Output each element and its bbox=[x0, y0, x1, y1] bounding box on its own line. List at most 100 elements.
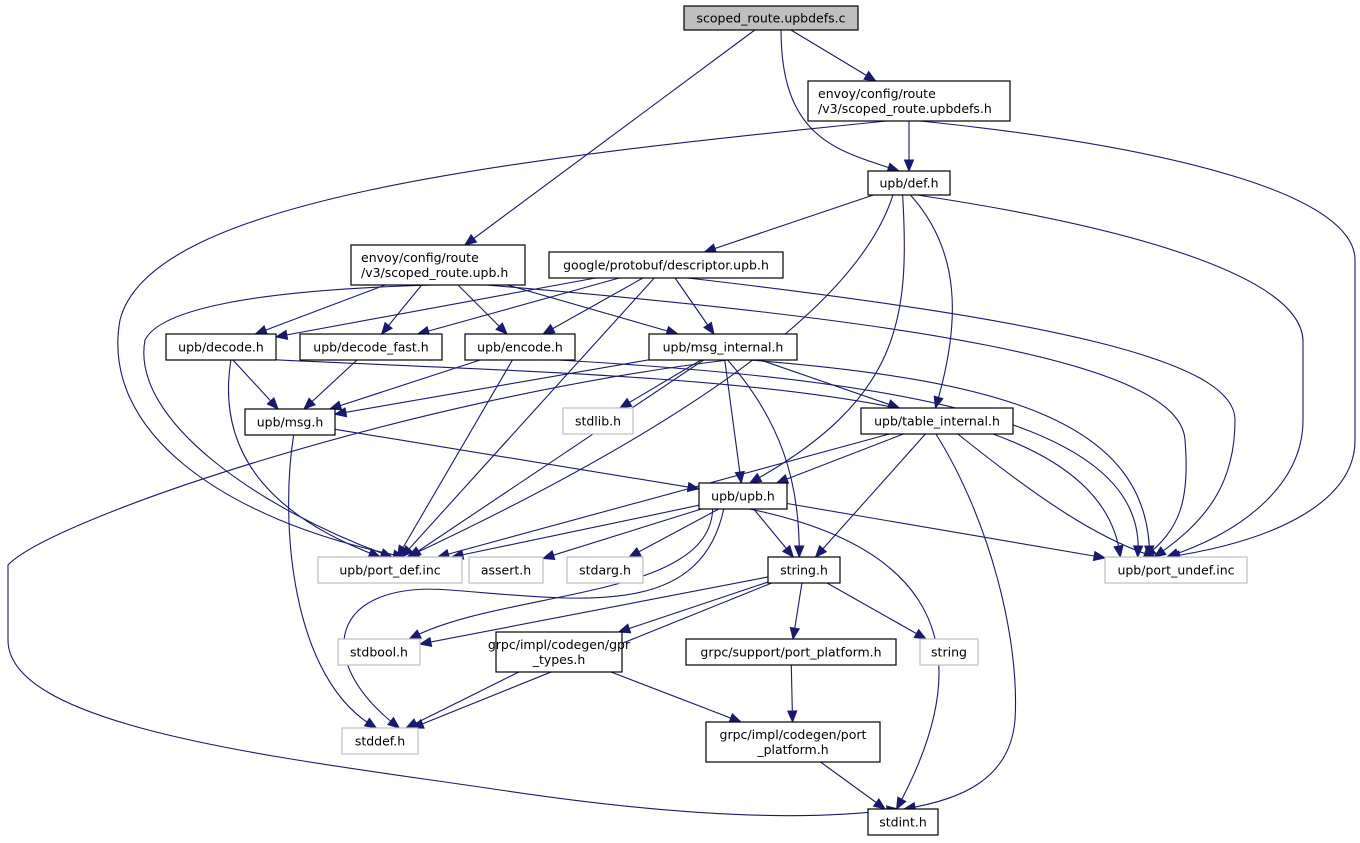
node-box bbox=[860, 407, 1014, 435]
node-label: string bbox=[931, 645, 967, 660]
node-box bbox=[698, 482, 788, 510]
node-label: upb/upb.h bbox=[711, 489, 775, 504]
node-upb[interactable]: upb/upb.h bbox=[698, 482, 788, 510]
edge-root-to-upbdefs_h bbox=[790, 29, 877, 82]
arrowhead-icon bbox=[863, 70, 877, 82]
arrowhead-icon bbox=[303, 397, 317, 410]
edge-def_h-to-port_undef bbox=[917, 194, 1304, 558]
edge-def_h-to-descriptor bbox=[704, 194, 874, 253]
edge-def_h-to-upb bbox=[749, 194, 905, 484]
node-box bbox=[867, 170, 951, 196]
arrowhead-icon bbox=[1153, 546, 1167, 558]
edge-descriptor-to-port_def bbox=[401, 277, 655, 558]
arrowhead-icon bbox=[387, 716, 401, 729]
edge-msg_internal-to-stdlib bbox=[619, 359, 702, 409]
node-label: upb/port_undef.inc bbox=[1117, 563, 1234, 578]
arrowhead-icon bbox=[463, 233, 478, 246]
edge-upb_h_route-to-decode bbox=[255, 284, 386, 335]
node-support-port[interactable]: grpc/support/port_platform.h bbox=[685, 638, 897, 666]
node-label: upb/encode.h bbox=[477, 340, 563, 355]
node-box bbox=[685, 638, 897, 666]
edge-upb-to-stddef bbox=[343, 508, 725, 729]
node-def-h[interactable]: upb/def.h bbox=[867, 170, 951, 196]
arrowhead-icon bbox=[495, 322, 508, 335]
node-label: /v3/scoped_route.upbdefs.h bbox=[818, 101, 992, 116]
node-root[interactable]: scoped_route.upbdefs.c bbox=[683, 5, 859, 31]
node-gpr-types[interactable]: grpc/impl/codegen/gpr_types.h bbox=[488, 631, 631, 673]
edge-msg_internal-to-msg bbox=[334, 359, 650, 415]
edge-upb_h_route-to-encode bbox=[457, 284, 508, 335]
arrowhead-icon bbox=[396, 544, 408, 559]
node-msg-internal[interactable]: upb/msg_internal.h bbox=[648, 333, 798, 361]
arrowhead-icon bbox=[913, 628, 928, 640]
arrowhead-icon bbox=[418, 636, 433, 648]
node-descriptor[interactable]: google/protobuf/descriptor.upb.h bbox=[548, 251, 784, 279]
arrowhead-icon bbox=[274, 329, 289, 340]
edge-msg_internal-to-string_h bbox=[727, 359, 800, 558]
edge-msg_internal-to-port_def bbox=[409, 359, 704, 558]
arrowhead-icon bbox=[872, 797, 887, 810]
node-label: upb/port_def.inc bbox=[339, 563, 440, 578]
edge-root-to-def_h bbox=[780, 29, 900, 172]
edge-codegen_port-to-stdint bbox=[820, 761, 886, 810]
edge-upbdefs_h-to-port_def bbox=[117, 120, 887, 558]
node-label: assert.h bbox=[481, 563, 531, 578]
edge-string_h-to-gpr_types bbox=[618, 581, 769, 633]
edge-upb-to-port_def bbox=[451, 504, 700, 558]
edge-msg_internal-to-stdint bbox=[7, 359, 899, 817]
node-label: grpc/impl/codegen/port bbox=[720, 727, 867, 742]
node-table-internal[interactable]: upb/table_internal.h bbox=[860, 407, 1014, 435]
node-box bbox=[807, 80, 1011, 122]
node-box bbox=[464, 333, 576, 361]
edge-decode-to-port_undef bbox=[275, 359, 1121, 558]
node-label: google/protobuf/descriptor.upb.h bbox=[563, 258, 769, 273]
arrowhead-icon bbox=[328, 400, 343, 411]
node-label: upb/decode_fast.h bbox=[313, 340, 428, 355]
node-label: upb/decode.h bbox=[178, 340, 264, 355]
node-box bbox=[317, 556, 463, 584]
node-label: envoy/config/route bbox=[818, 86, 936, 101]
arrowhead-icon bbox=[628, 546, 642, 558]
node-box bbox=[495, 631, 623, 673]
node-label: _types.h bbox=[532, 652, 586, 667]
node-label: string.h bbox=[780, 563, 828, 578]
edge-upb_h_route-to-msg_internal bbox=[507, 284, 678, 335]
arrowhead-icon bbox=[789, 626, 801, 641]
node-label: upb/def.h bbox=[879, 176, 938, 191]
node-label: stdint.h bbox=[879, 815, 927, 830]
node-upbdefs-h[interactable]: envoy/config/route/v3/scoped_route.upbde… bbox=[807, 80, 1011, 122]
arrowhead-icon bbox=[266, 396, 279, 410]
arrowhead-icon bbox=[363, 717, 378, 729]
arrowhead-icon bbox=[1092, 550, 1107, 562]
arrowhead-icon bbox=[895, 796, 907, 811]
node-box bbox=[468, 556, 544, 584]
arrowhead-icon bbox=[541, 323, 556, 335]
node-label: _platform.h bbox=[756, 742, 828, 757]
edge-msg_internal-to-table_internal bbox=[760, 359, 900, 409]
node-box bbox=[562, 407, 634, 435]
node-msg[interactable]: upb/msg.h bbox=[244, 408, 336, 436]
node-decode-fast[interactable]: upb/decode_fast.h bbox=[299, 333, 443, 361]
node-encode[interactable]: upb/encode.h bbox=[464, 333, 576, 361]
node-codegen-port[interactable]: grpc/impl/codegen/port_platform.h bbox=[705, 721, 881, 763]
edge-descriptor-to-decode_fast bbox=[417, 277, 620, 335]
node-label: upb/msg_internal.h bbox=[663, 340, 784, 355]
node-port-undef: upb/port_undef.inc bbox=[1104, 556, 1248, 584]
edge-upb_h_route-to-port_def bbox=[143, 284, 435, 558]
node-string-h[interactable]: string.h bbox=[767, 556, 841, 584]
edge-upbdefs_h-to-port_undef bbox=[920, 120, 1356, 558]
arrowhead-icon bbox=[793, 545, 805, 559]
node-decode[interactable]: upb/decode.h bbox=[165, 333, 277, 361]
arrowhead-icon bbox=[728, 712, 743, 723]
arrowhead-icon bbox=[379, 548, 394, 558]
edge-table_internal-to-stdint bbox=[904, 433, 1017, 810]
node-upb-h-route[interactable]: envoy/config/route/v3/scoped_route.upb.h bbox=[350, 244, 526, 286]
node-port-def: upb/port_def.inc bbox=[317, 556, 463, 584]
node-stdint[interactable]: stdint.h bbox=[867, 808, 939, 836]
arrowhead-icon bbox=[618, 397, 633, 409]
edge-def_h-to-table_internal bbox=[910, 194, 953, 409]
arrowhead-icon bbox=[617, 623, 632, 634]
edge-table_internal-to-upb bbox=[776, 433, 904, 484]
node-box bbox=[244, 408, 336, 436]
